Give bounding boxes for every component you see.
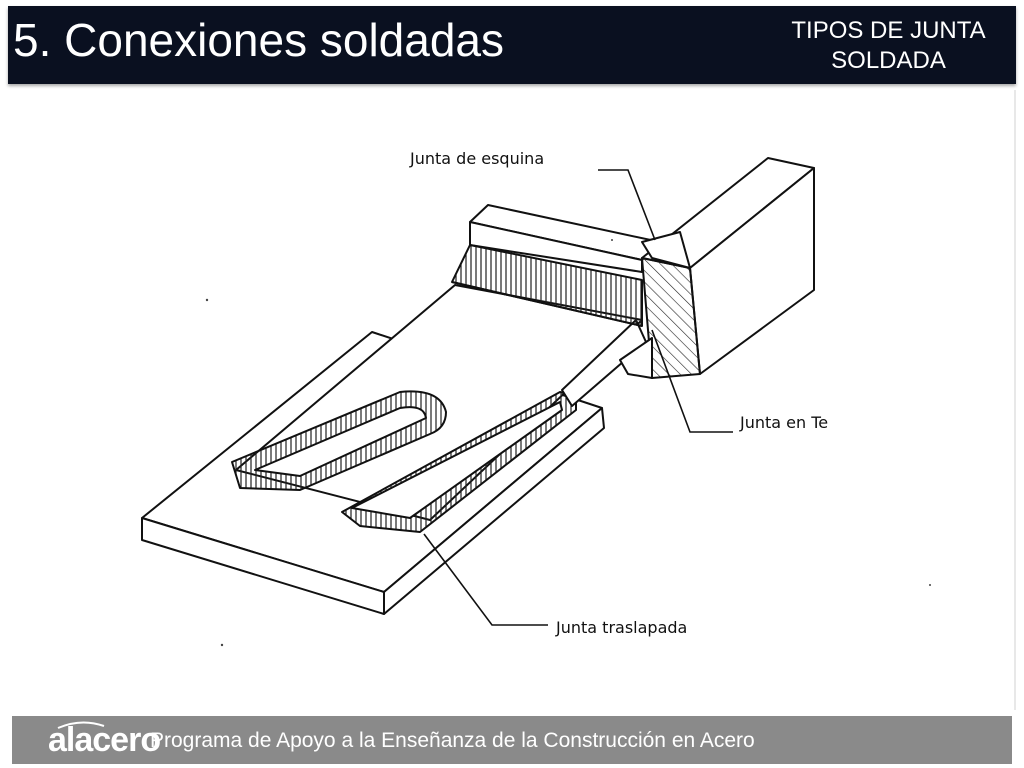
slide-subtitle: TIPOS DE JUNTA SOLDADA xyxy=(766,16,1011,76)
label-corner-joint: Junta de esquina xyxy=(409,149,544,168)
vertical-plate xyxy=(451,204,661,327)
weld-joint-diagram: Junta de esquina Junta en Te Junta trasl… xyxy=(141,149,931,647)
leader-corner xyxy=(598,169,656,241)
leader-tee xyxy=(651,329,733,433)
subtitle-line-1: TIPOS DE JUNTA xyxy=(791,17,986,44)
scan-specks xyxy=(205,239,931,647)
logo-swoosh-icon xyxy=(57,721,105,729)
corner-weld-bead xyxy=(641,231,691,269)
right-edge-rule xyxy=(1014,90,1016,710)
end-block xyxy=(619,157,815,379)
label-tee-joint: Junta en Te xyxy=(739,413,828,432)
program-name: Programa de Apoyo a la Enseñanza de la C… xyxy=(150,729,755,752)
slot-weld xyxy=(231,390,577,533)
title-bar: 5. Conexiones soldadas TIPOS DE JUNTA SO… xyxy=(8,6,1016,84)
leader-lap xyxy=(423,533,548,626)
slide-title: 5. Conexiones soldadas xyxy=(13,14,504,66)
alacero-logo: alacero xyxy=(48,721,161,759)
label-lap-joint: Junta traslapada xyxy=(555,618,687,637)
subtitle-line-2: SOLDADA xyxy=(831,47,946,74)
footer-bar: alacero Programa de Apoyo a la Enseñanza… xyxy=(12,716,1012,764)
